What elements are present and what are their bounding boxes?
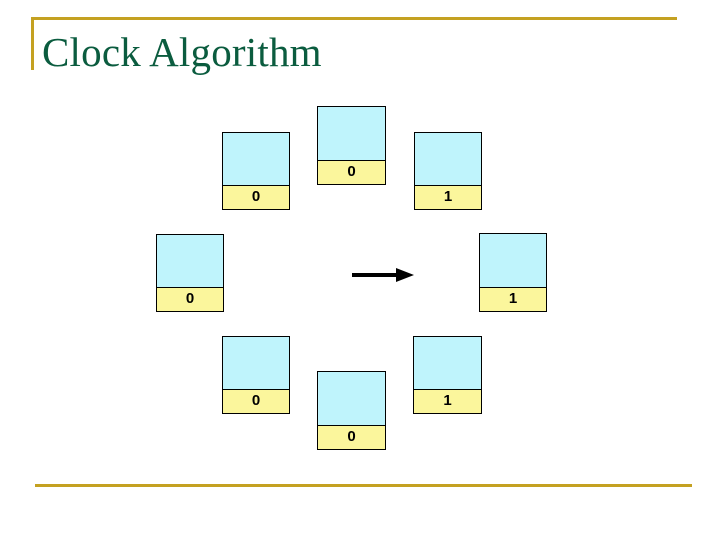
frame-top-right: 1: [414, 132, 482, 210]
frame-bottom-right: 1: [413, 336, 482, 414]
footer-rule: [35, 484, 692, 487]
clock-hand-arrow-icon: [352, 266, 414, 284]
reference-bit-value: 1: [414, 389, 481, 413]
frame-top-center: 0: [317, 106, 386, 185]
reference-bit-value: 0: [223, 389, 289, 413]
reference-bit-value: 1: [480, 287, 546, 311]
frame-bottom-center: 0: [317, 371, 386, 450]
reference-bit-value: 0: [223, 185, 289, 209]
reference-bit-value: 0: [318, 160, 385, 184]
reference-bit-value: 0: [157, 287, 223, 311]
title-rule-top: [31, 17, 677, 20]
page-title: Clock Algorithm: [42, 29, 322, 75]
frame-middle-right: 1: [479, 233, 547, 312]
frame-top-left: 0: [222, 132, 290, 210]
reference-bit-value: 0: [318, 425, 385, 449]
frame-bottom-left: 0: [222, 336, 290, 414]
reference-bit-value: 1: [415, 185, 481, 209]
frame-middle-left: 0: [156, 234, 224, 312]
title-rule-left: [31, 17, 34, 70]
